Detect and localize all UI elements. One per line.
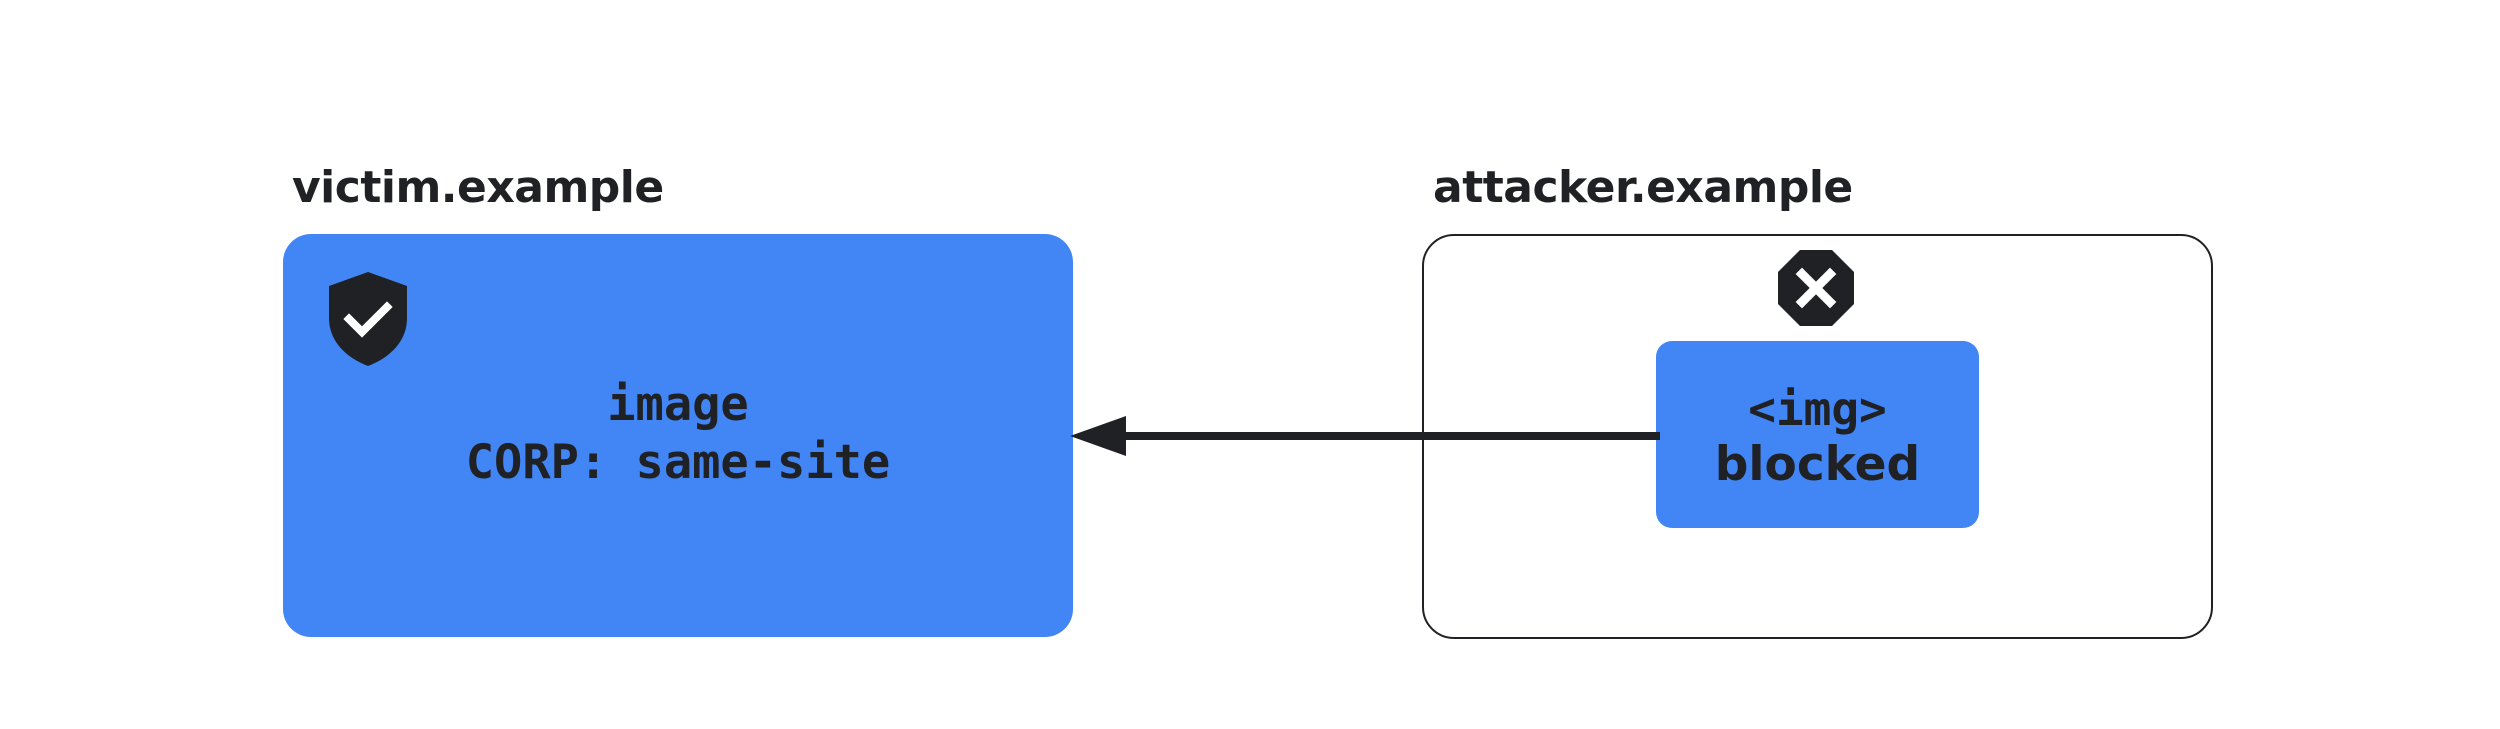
- victim-origin-label: victim.example: [292, 162, 664, 213]
- img-element-box: <img> blocked: [1656, 341, 1979, 528]
- victim-resource-box: image CORP: same-site: [283, 234, 1073, 637]
- victim-resource-text: image CORP: same-site: [283, 376, 1073, 492]
- img-element-status: blocked: [1714, 437, 1921, 492]
- shield-check-icon: [329, 272, 407, 366]
- attacker-origin-label: attacker.example: [1433, 162, 1853, 213]
- corp-header-value: CORP: same-site: [465, 435, 891, 490]
- img-element-tag: <img>: [1748, 382, 1887, 436]
- blocked-x-icon: [1778, 250, 1854, 326]
- request-arrow: [1070, 416, 1660, 456]
- resource-name: image: [607, 377, 749, 432]
